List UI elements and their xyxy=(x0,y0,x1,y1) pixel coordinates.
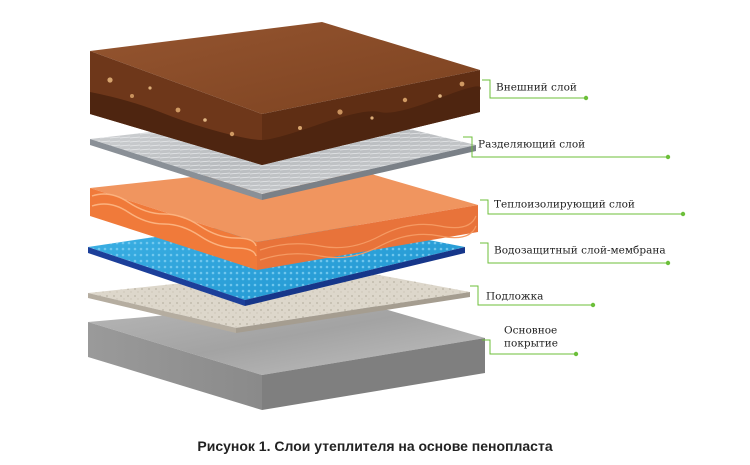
membrane-front-edge xyxy=(88,247,245,306)
callout-line-separator xyxy=(463,136,668,158)
insulation-left-face xyxy=(90,188,257,270)
underlay-right-edge xyxy=(236,292,470,333)
membrane-right-edge xyxy=(245,247,465,306)
insulation-wave-4 xyxy=(259,225,477,261)
callout-dot-separator xyxy=(665,154,671,160)
soil-pebble xyxy=(459,81,465,87)
insulation-wave-1 xyxy=(91,193,257,247)
layer-label-membrane: Водозащитный слой-мембрана xyxy=(494,245,666,257)
callout-line-base xyxy=(482,339,576,355)
underlay-front-edge xyxy=(88,293,236,333)
layer-label-base: покрытие xyxy=(504,338,558,350)
outer-soil-band xyxy=(90,86,481,165)
callout-dot-outer xyxy=(583,95,589,101)
soil-pebble xyxy=(438,94,442,98)
insulation-wave-3 xyxy=(259,215,477,251)
layer-label-underlay: Подложка xyxy=(486,291,543,303)
layer-label-separator: Разделяющий слой xyxy=(478,139,585,151)
soil-pebble xyxy=(402,97,408,103)
soil-pebble xyxy=(107,77,113,83)
callout-line-outer xyxy=(482,79,586,99)
insulation-wave-2 xyxy=(91,203,257,257)
soil-pebble xyxy=(298,126,302,130)
soil-pebble xyxy=(148,86,152,90)
soil-pebble xyxy=(175,107,181,113)
layer-label-insulation: Теплоизолирующий слой xyxy=(494,199,635,211)
soil-pebble xyxy=(370,116,374,120)
callout-line-membrane xyxy=(480,242,668,264)
insulation-right-face xyxy=(257,205,478,270)
outer-top-face xyxy=(90,22,480,114)
soil-pebble xyxy=(130,94,134,98)
callout-dot-base xyxy=(573,351,579,357)
callout-line-underlay xyxy=(470,285,593,306)
callout-dot-membrane xyxy=(665,260,671,266)
callout-line-insulation xyxy=(480,199,683,215)
soil-pebble xyxy=(229,131,235,137)
callout-dot-underlay xyxy=(590,302,596,308)
separator-front-edge xyxy=(90,139,262,200)
layer-outer xyxy=(90,22,481,165)
insulation-top-face xyxy=(90,162,478,242)
layer-label-outer: Внешний слой xyxy=(496,82,577,94)
layer-label-base: Основное xyxy=(504,325,557,337)
layer-insulation xyxy=(90,162,478,270)
soil-pebble xyxy=(203,118,207,122)
soil-pebble xyxy=(337,109,343,115)
base-right-face xyxy=(262,338,485,410)
base-left-face xyxy=(88,322,262,410)
callout-dot-insulation xyxy=(680,211,686,217)
separator-right-edge xyxy=(262,145,476,200)
figure-caption: Рисунок 1. Слои утеплителя на основе пен… xyxy=(197,438,553,454)
